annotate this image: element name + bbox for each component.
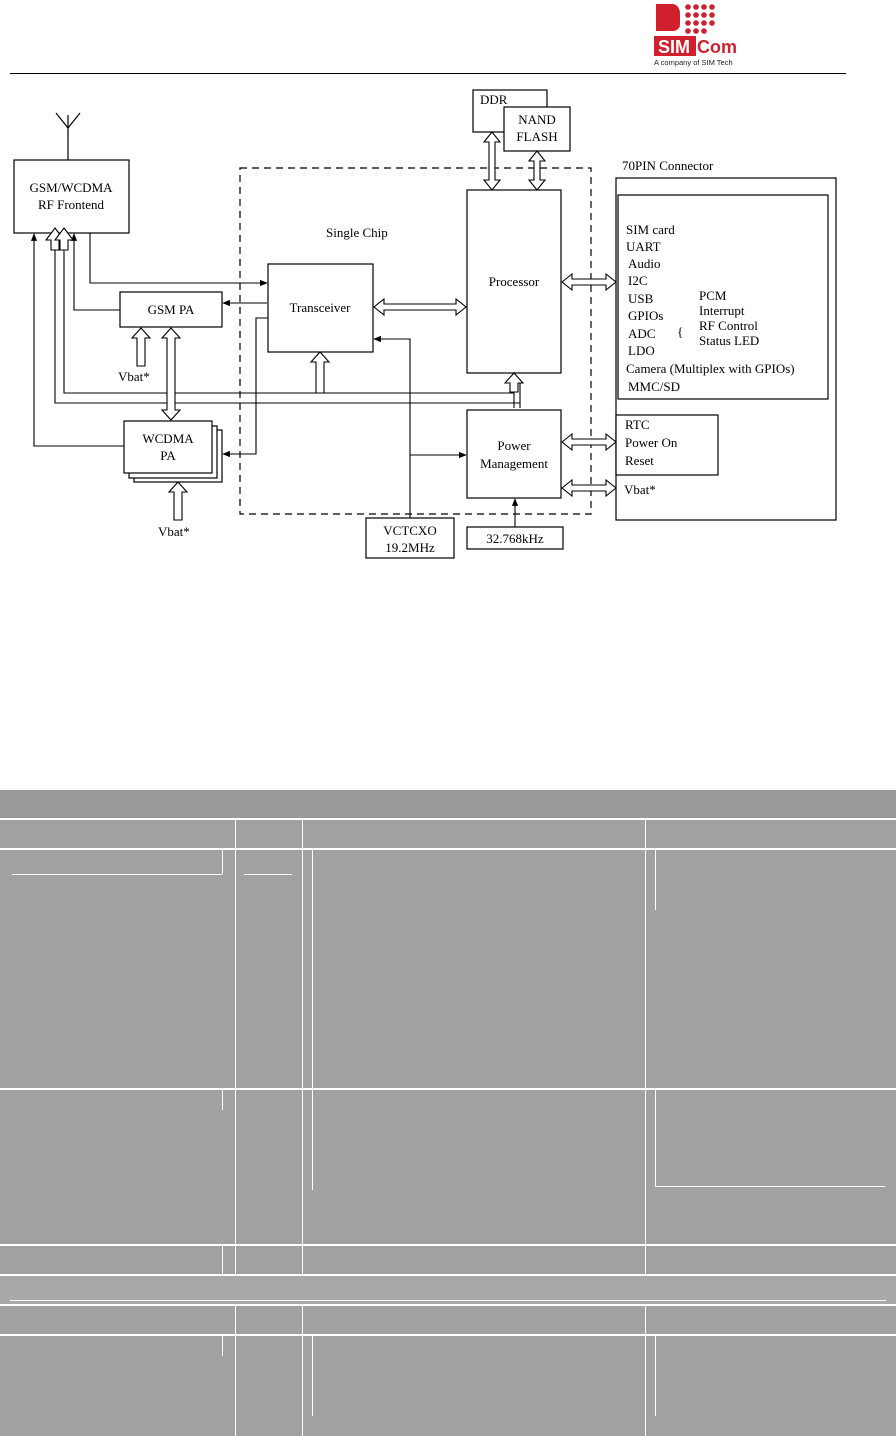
svg-text:70PIN Connector: 70PIN Connector <box>622 158 714 173</box>
wcdma-pa-block: WCDMA PA <box>123 420 223 483</box>
table-header-row <box>0 820 896 848</box>
svg-text:Power On: Power On <box>625 435 678 450</box>
table-cell-rule <box>655 850 656 910</box>
svg-text:ADC: ADC <box>628 326 655 341</box>
gsm-pa-vbat-label: Vbat* <box>118 369 150 384</box>
interface-group-box <box>617 194 829 400</box>
table-cell-rule <box>244 874 292 875</box>
svg-text:SIM card: SIM card <box>626 222 675 237</box>
interface-list: SIM card UART Audio I2C USB GPIOs ADC LD… <box>626 222 795 394</box>
table-cell-rule <box>312 850 313 1088</box>
table-column-divider <box>235 1306 236 1436</box>
svg-text:Reset: Reset <box>625 453 654 468</box>
svg-text:PCM: PCM <box>699 288 727 303</box>
table-cell-rule <box>655 1090 656 1186</box>
table-cell-rule <box>312 1090 313 1190</box>
table-row <box>0 1090 896 1244</box>
table-header-row <box>0 1306 896 1334</box>
table-column-divider <box>645 820 646 1276</box>
svg-text:RF Control: RF Control <box>699 318 758 333</box>
table-cell-rule <box>655 1336 656 1416</box>
svg-text:GSM PA: GSM PA <box>148 302 195 317</box>
vctcxo-block: VCTCXO 19.2MHz <box>365 517 455 559</box>
svg-text:Management: Management <box>480 456 548 471</box>
svg-text:LDO: LDO <box>628 343 655 358</box>
logo-brand-left: SIM <box>658 37 690 57</box>
svg-text:USB: USB <box>628 291 654 306</box>
table-cell-rule <box>222 1090 223 1110</box>
svg-text:WCDMA: WCDMA <box>142 431 194 446</box>
svg-text:VCTCXO: VCTCXO <box>383 523 436 538</box>
svg-text:Audio: Audio <box>628 256 661 271</box>
svg-text:RTC: RTC <box>625 417 650 432</box>
rf-frontend-block: GSM/WCDMA RF Frontend <box>13 159 130 234</box>
simcom-logo: SIM Com A company of SIM Tech <box>654 4 737 67</box>
nand-flash-block: NAND FLASH <box>503 106 571 152</box>
table-column-divider <box>645 1306 646 1436</box>
svg-text:Camera (Multiplex with GPIOs): Camera (Multiplex with GPIOs) <box>626 361 795 376</box>
gpio-function-list: PCM Interrupt RF Control Status LED <box>699 288 759 348</box>
svg-text:Transceiver: Transceiver <box>290 300 352 315</box>
svg-text:GPIOs: GPIOs <box>628 308 663 323</box>
logo-tagline: A company of SIM Tech <box>654 58 733 67</box>
table-cell-rule <box>222 1246 223 1274</box>
pin-description-table <box>0 790 896 1436</box>
svg-text:Processor: Processor <box>489 274 540 289</box>
svg-text:RF Frontend: RF Frontend <box>38 197 105 212</box>
svg-text:Interrupt: Interrupt <box>699 303 745 318</box>
logo-brand-box <box>654 36 696 56</box>
single-chip-label: Single Chip <box>326 225 388 240</box>
svg-text:32.768kHz: 32.768kHz <box>486 531 544 546</box>
header-rule <box>10 73 846 74</box>
transceiver-block: Transceiver <box>267 263 374 353</box>
table-cell-rule <box>312 1336 313 1416</box>
wcdma-pa-vbat-label: Vbat* <box>158 524 190 539</box>
table-section-row <box>0 1276 896 1304</box>
power-management-block: Power Management <box>466 409 562 499</box>
table-row <box>0 1246 896 1274</box>
table-column-divider <box>302 1306 303 1436</box>
table-title-row <box>0 790 896 818</box>
svg-text:I2C: I2C <box>628 273 648 288</box>
logo-mark <box>656 4 715 34</box>
table-cell-rule <box>655 1186 885 1187</box>
svg-text:Status LED: Status LED <box>699 333 759 348</box>
power-bus <box>54 240 521 408</box>
table-column-divider <box>235 820 236 1276</box>
block-arrows <box>44 131 617 521</box>
table-row <box>0 850 896 1088</box>
power-signal-box: RTC Power On Reset <box>615 414 719 476</box>
svg-text:FLASH: FLASH <box>516 129 557 144</box>
signal-lines <box>30 233 616 527</box>
table-column-divider <box>302 820 303 1276</box>
gpio-brace: { <box>677 324 683 339</box>
block-diagram: Single Chip GSM/WCDMA RF Frontend GSM PA… <box>13 89 837 559</box>
svg-text:19.2MHz: 19.2MHz <box>385 540 435 555</box>
svg-text:DDR: DDR <box>480 92 508 107</box>
processor-block: Processor <box>466 189 562 374</box>
svg-text:UART: UART <box>626 239 661 254</box>
table-cell-rule <box>222 850 223 874</box>
gsm-pa-block: GSM PA <box>119 291 223 328</box>
connector-70pin: 70PIN Connector <box>615 158 837 521</box>
svg-text:NAND: NAND <box>518 112 556 127</box>
svg-text:MMC/SD: MMC/SD <box>628 379 680 394</box>
connector-vbat-label: Vbat* <box>624 482 656 497</box>
clock-32k-block: 32.768kHz <box>466 526 564 550</box>
logo-brand-right: Com <box>697 37 737 57</box>
table-cell-rule <box>222 1336 223 1356</box>
table-cell-rule <box>12 874 222 875</box>
svg-text:Power: Power <box>497 438 531 453</box>
svg-text:GSM/WCDMA: GSM/WCDMA <box>29 180 113 195</box>
antenna-icon <box>55 112 81 160</box>
table-cell-rule <box>10 1300 886 1301</box>
table-row <box>0 1336 896 1436</box>
svg-text:PA: PA <box>160 448 176 463</box>
